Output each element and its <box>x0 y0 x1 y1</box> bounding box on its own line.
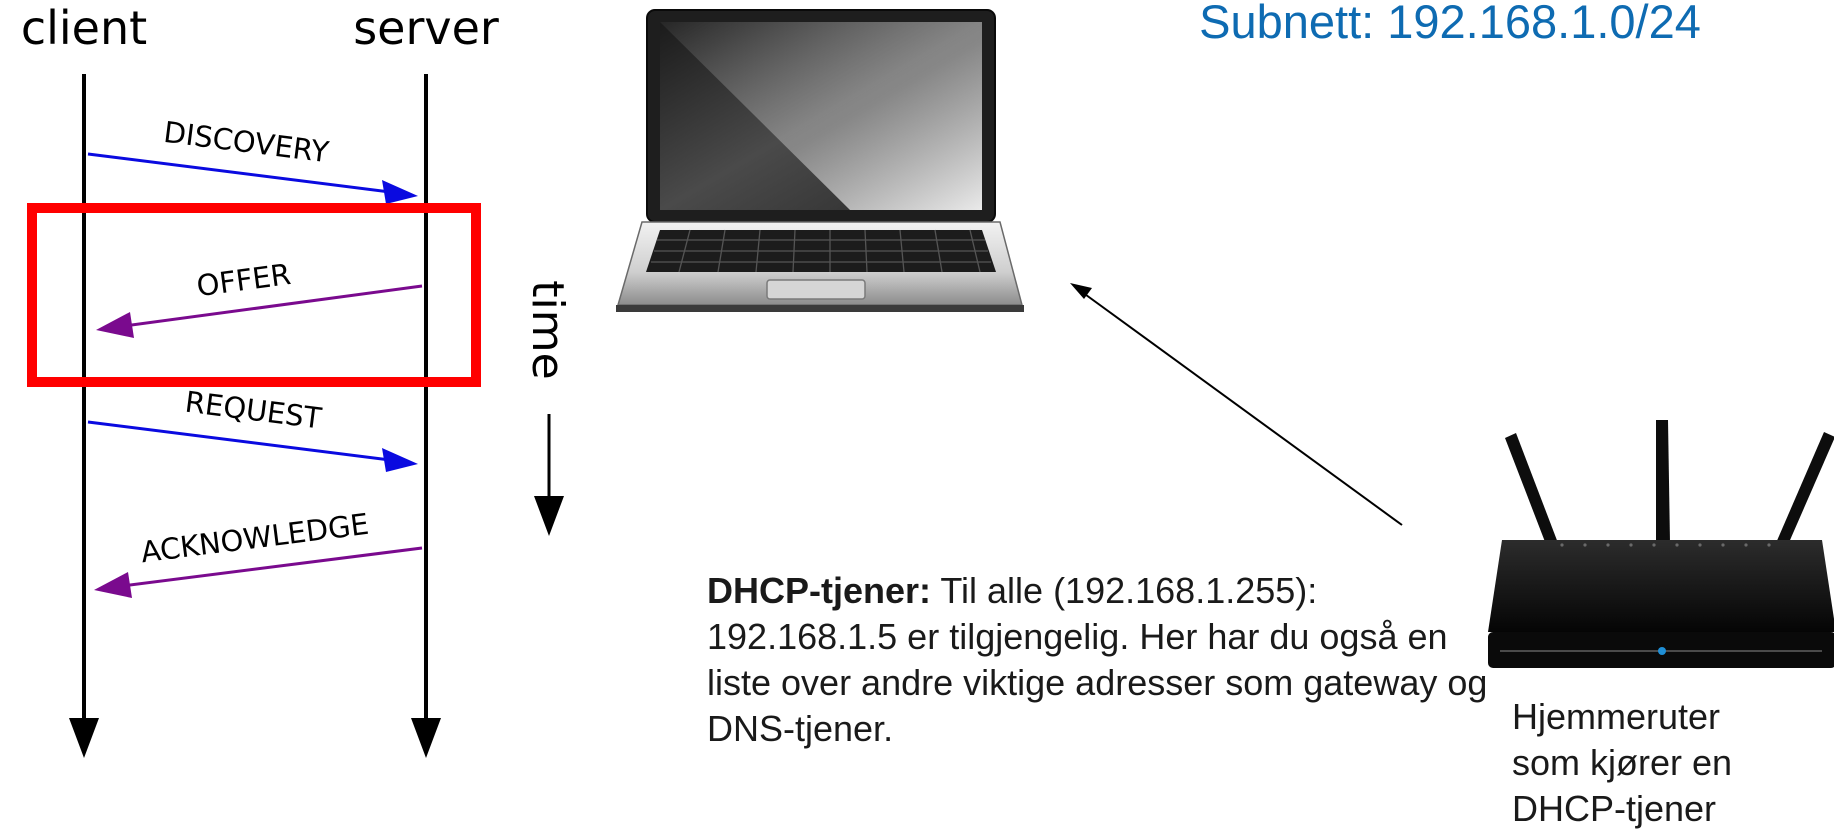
request-arrow <box>87 420 391 462</box>
request-arrowhead <box>382 448 418 472</box>
server-label: server <box>353 1 499 55</box>
server-lifeline-arrowhead <box>411 718 441 758</box>
dhcp-message-sender: DHCP-tjener: <box>707 570 932 611</box>
router-caption-line-2: som kjører en <box>1512 742 1733 783</box>
offer-arrow <box>123 284 423 328</box>
time-label: time <box>522 280 573 379</box>
router-caption-line-3: DHCP-tjener <box>1512 788 1717 829</box>
acknowledge-arrow <box>121 546 423 588</box>
acknowledge-arrowhead <box>94 572 132 598</box>
offer-highlight-box <box>27 203 481 387</box>
broadcast-arrow <box>1081 291 1403 526</box>
offer-arrowhead <box>96 312 134 338</box>
dhcp-message-text: Til alle (192.168.1.255): 192.168.1.5 er… <box>707 570 1488 749</box>
offer-label: OFFER <box>195 257 293 303</box>
request-label: REQUEST <box>183 385 323 436</box>
router-icon <box>1488 420 1834 668</box>
sequence-diagram: client server DISCOVERY OFFER REQUEST AC… <box>21 1 573 758</box>
dhcp-server-message: DHCP-tjener: Til alle (192.168.1.255): 1… <box>707 568 1497 752</box>
client-label: client <box>21 1 147 55</box>
broadcast-arrowhead <box>1070 283 1092 299</box>
discovery-label: DISCOVERY <box>162 115 331 170</box>
discovery-arrow <box>87 152 391 194</box>
subnet-label: Subnett: 192.168.1.0/24 <box>1199 0 1701 48</box>
laptop-icon <box>616 9 1024 312</box>
client-lifeline-arrowhead <box>69 718 99 758</box>
time-arrowhead <box>534 496 564 536</box>
discovery-arrowhead <box>382 180 418 204</box>
router-caption-line-1: Hjemmeruter <box>1512 696 1721 737</box>
router-caption: Hjemmeruter som kjører en DHCP-tjener <box>1512 694 1812 832</box>
